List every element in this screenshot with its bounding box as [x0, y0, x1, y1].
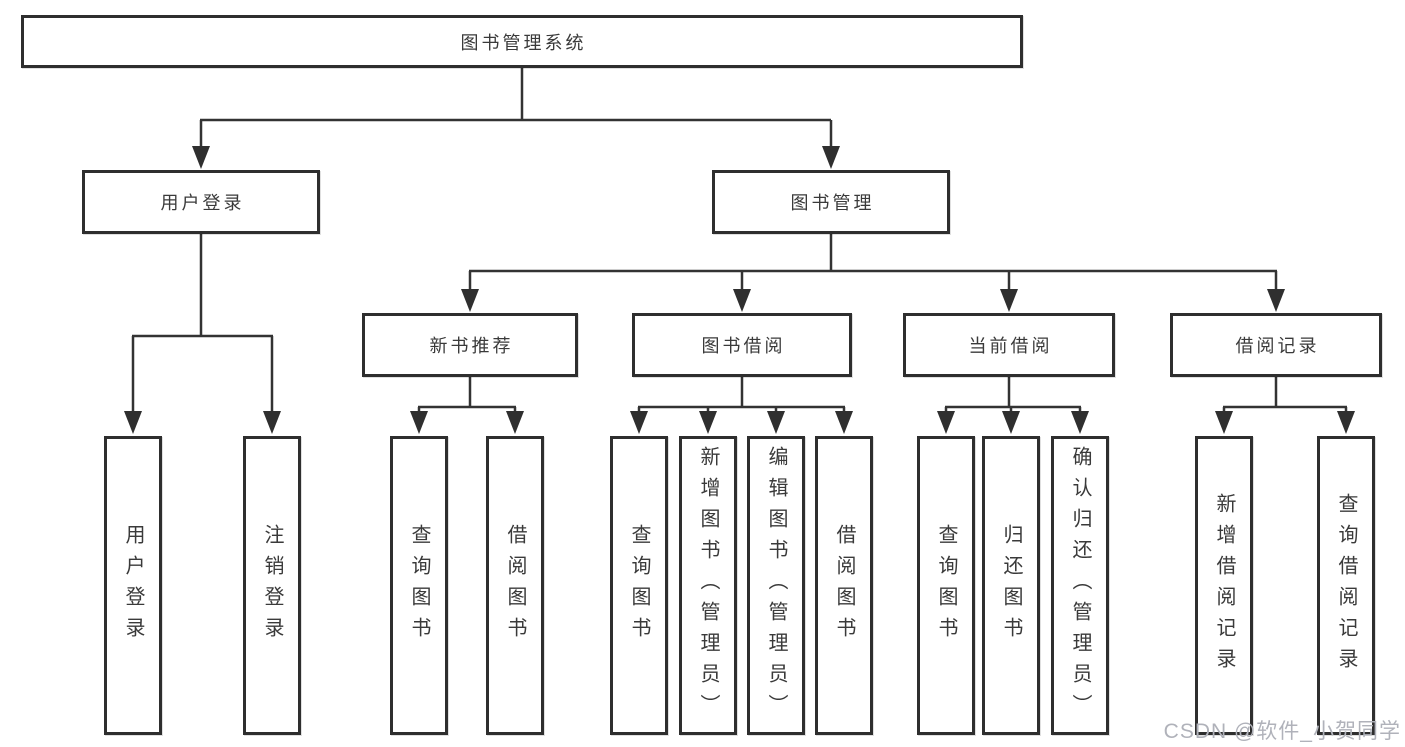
leaf-edit-books-admin: 编辑图书（管理员） — [747, 436, 805, 735]
leaf-user-login-label: 用户登录 — [122, 523, 144, 648]
node-library-system: 图书管理系统 — [21, 15, 1023, 68]
leaf-borrow-books-borrow: 借阅图书 — [815, 436, 873, 735]
leaf-return-books: 归还图书 — [982, 436, 1040, 735]
leaf-query-books-borrow: 查询图书 — [610, 436, 668, 735]
node-book-management: 图书管理 — [712, 170, 950, 234]
leaf-add-books-admin-label: 新增图书（管理员） — [697, 446, 719, 725]
leaf-logout-label: 注销登录 — [261, 523, 283, 648]
leaf-edit-books-admin-label: 编辑图书（管理员） — [765, 446, 787, 725]
node-borrow-records: 借阅记录 — [1170, 313, 1382, 377]
leaf-confirm-return-admin-label: 确认归还（管理员） — [1069, 446, 1091, 725]
leaf-borrow-books-recommend: 借阅图书 — [486, 436, 544, 735]
arrowheads — [124, 146, 1355, 434]
leaf-query-borrow-record: 查询借阅记录 — [1317, 436, 1375, 735]
connector-root-to-level2 — [199, 68, 833, 150]
connector-new-book-recommend-branch — [417, 377, 517, 415]
leaf-confirm-return-admin: 确认归还（管理员） — [1051, 436, 1109, 735]
connector-user-login-branch — [131, 234, 274, 415]
leaf-query-books-recommend-label: 查询图书 — [408, 523, 430, 648]
leaf-query-books-borrow-label: 查询图书 — [628, 523, 650, 648]
leaf-user-login: 用户登录 — [104, 436, 162, 735]
connector-book-management-branch — [468, 234, 1278, 293]
leaf-add-borrow-record: 新增借阅记录 — [1195, 436, 1253, 735]
leaf-borrow-books-borrow-label: 借阅图书 — [833, 523, 855, 648]
leaf-return-books-label: 归还图书 — [1000, 523, 1022, 648]
connector-current-borrow-branch — [944, 377, 1082, 415]
leaf-query-borrow-record-label: 查询借阅记录 — [1335, 492, 1357, 679]
leaf-add-books-admin: 新增图书（管理员） — [679, 436, 737, 735]
node-book-borrow: 图书借阅 — [632, 313, 852, 377]
csdn-watermark: CSDN @软件_小贺同学 — [1163, 720, 1401, 743]
leaf-query-books-recommend: 查询图书 — [390, 436, 448, 735]
connector-book-borrow-branch — [637, 377, 846, 415]
leaf-add-borrow-record-label: 新增借阅记录 — [1213, 492, 1235, 679]
connector-borrow-records-branch — [1222, 377, 1348, 415]
leaf-borrow-books-recommend-label: 借阅图书 — [504, 523, 526, 648]
node-new-book-recommend: 新书推荐 — [362, 313, 578, 377]
leaf-query-books-current-label: 查询图书 — [935, 523, 957, 648]
leaf-logout: 注销登录 — [243, 436, 301, 735]
node-current-borrow: 当前借阅 — [903, 313, 1115, 377]
node-user-login: 用户登录 — [82, 170, 320, 234]
leaf-query-books-current: 查询图书 — [917, 436, 975, 735]
